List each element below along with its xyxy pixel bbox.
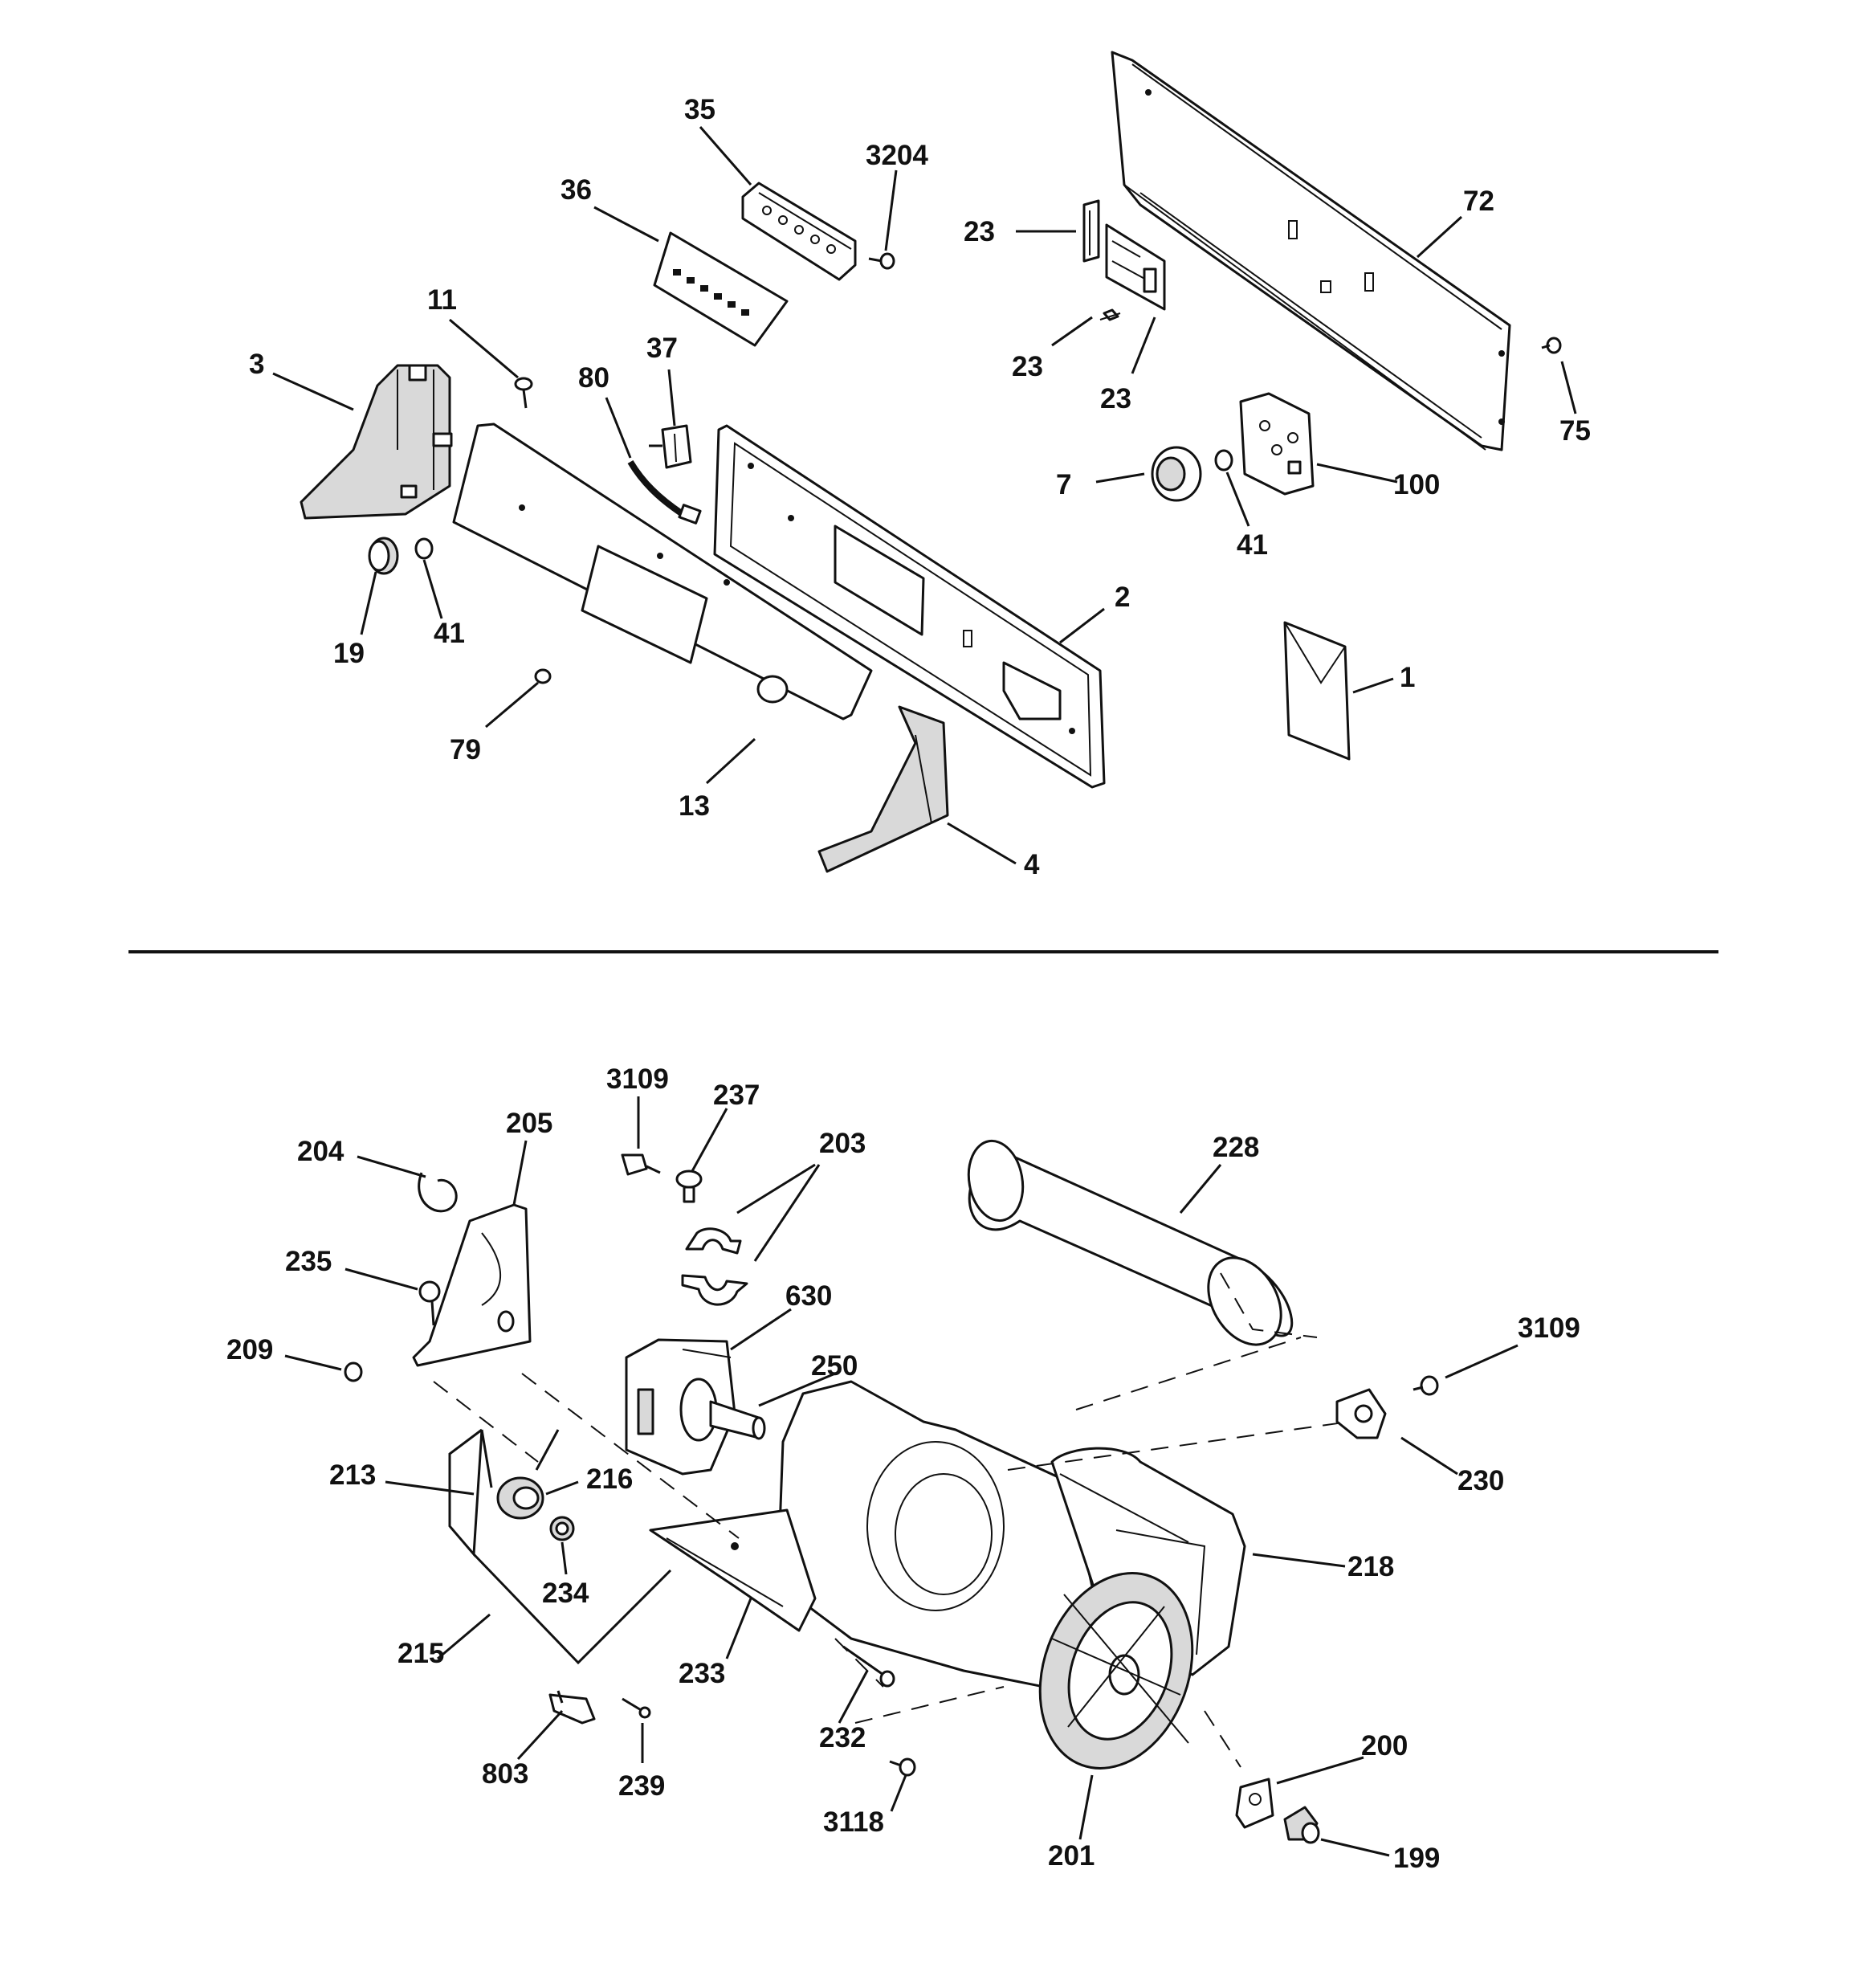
- callout-4: 4: [1024, 849, 1040, 880]
- screw-3109-top: [621, 1153, 661, 1176]
- callout-3109-a: 3109: [606, 1063, 669, 1095]
- callout-204: 204: [297, 1136, 344, 1167]
- callout-41-right: 41: [1237, 529, 1268, 561]
- control-board-23: [1082, 199, 1166, 321]
- fastener-237: [675, 1170, 703, 1203]
- callout-239: 239: [618, 1770, 665, 1802]
- callout-79: 79: [450, 734, 481, 765]
- leader-lines-bottom: [284, 1096, 1519, 1857]
- callout-3109-b: 3109: [1518, 1312, 1580, 1344]
- callout-80: 80: [578, 362, 609, 394]
- callout-3204: 3204: [866, 140, 928, 171]
- literature-1: [1283, 621, 1351, 761]
- callout-2: 2: [1115, 582, 1130, 613]
- bracket-200: [1235, 1778, 1274, 1829]
- callout-11: 11: [427, 284, 457, 316]
- motor-630: [625, 1338, 736, 1476]
- callout-23-b: 23: [1012, 351, 1043, 382]
- callout-3: 3: [249, 349, 264, 380]
- screw-75: [1541, 337, 1562, 354]
- callout-233: 233: [679, 1658, 725, 1689]
- bracket-205: [412, 1203, 532, 1367]
- base-233: [649, 1508, 817, 1632]
- clip-204: [418, 1172, 458, 1213]
- callout-199: 199: [1393, 1843, 1440, 1874]
- clamp-203-lower: [681, 1274, 748, 1306]
- rod-213-215: [448, 1428, 672, 1665]
- callout-803: 803: [482, 1758, 528, 1790]
- callout-75: 75: [1559, 415, 1591, 447]
- spring-41-right: [1214, 449, 1233, 471]
- bracket-230: [1335, 1388, 1387, 1439]
- callout-41-left: 41: [434, 618, 465, 649]
- screw-3118: [889, 1757, 916, 1777]
- keypad-panel-36: [653, 231, 789, 347]
- blower-wheel-201: [1038, 1572, 1194, 1770]
- part-803: [548, 1690, 596, 1725]
- screw-11: [514, 377, 533, 409]
- screw-199: [1283, 1806, 1320, 1844]
- switch-housing-35: [741, 182, 857, 281]
- callout-23-c: 23: [1100, 383, 1131, 414]
- wire-harness-80: [627, 459, 702, 525]
- screw-3204: [868, 252, 895, 270]
- screw-239: [622, 1697, 651, 1719]
- blower-housing-218: [777, 1380, 1246, 1696]
- callout-228: 228: [1213, 1132, 1259, 1163]
- shaft-250: [709, 1400, 766, 1440]
- callout-100: 100: [1393, 469, 1440, 500]
- callout-213: 213: [329, 1459, 376, 1491]
- callout-232: 232: [819, 1722, 866, 1753]
- callout-36: 36: [561, 174, 592, 206]
- callout-72: 72: [1463, 186, 1494, 217]
- callout-35: 35: [684, 94, 715, 125]
- leader-lines-top: [272, 126, 1577, 865]
- callouts-top: 35 3204 36 72 23 23 23 11 37 3 80 75 7 1…: [249, 94, 1591, 880]
- callout-7: 7: [1056, 469, 1071, 500]
- callout-630: 630: [785, 1280, 832, 1312]
- callout-1: 1: [1400, 662, 1415, 693]
- screw-235: [418, 1280, 441, 1326]
- screw-3109-right: [1413, 1375, 1439, 1396]
- callout-13: 13: [679, 790, 710, 822]
- console-panel-13: [452, 423, 873, 720]
- assembly-lines: [433, 1337, 1350, 1768]
- back-plate-72: [1111, 51, 1511, 451]
- switch-37: [649, 424, 692, 469]
- nut-234: [549, 1516, 575, 1541]
- callout-230: 230: [1457, 1465, 1504, 1496]
- timer-100: [1239, 392, 1315, 496]
- callout-215: 215: [397, 1638, 444, 1669]
- end-cap-3: [300, 364, 453, 520]
- screw-232: [842, 1645, 895, 1688]
- callout-200: 200: [1361, 1730, 1408, 1761]
- callout-216: 216: [586, 1463, 633, 1495]
- callout-218: 218: [1347, 1551, 1394, 1582]
- callout-209: 209: [226, 1334, 273, 1365]
- callout-23-a: 23: [964, 216, 995, 247]
- callout-250: 250: [811, 1350, 858, 1382]
- callout-237: 237: [713, 1080, 760, 1111]
- callout-234: 234: [542, 1578, 589, 1609]
- callout-201: 201: [1048, 1840, 1095, 1872]
- callout-37: 37: [646, 333, 678, 364]
- callout-19: 19: [333, 638, 365, 669]
- exhaust-duct-228: [967, 1139, 1318, 1346]
- grommet-79: [534, 668, 552, 684]
- callout-205: 205: [506, 1108, 552, 1139]
- end-cap-4: [817, 705, 949, 873]
- knob-7: [1151, 446, 1202, 502]
- callout-3118: 3118: [823, 1806, 884, 1838]
- spring-41-left: [414, 537, 434, 560]
- callout-203: 203: [819, 1128, 866, 1159]
- nut-209: [344, 1361, 363, 1382]
- idler-216: [496, 1429, 560, 1520]
- callout-235: 235: [285, 1246, 332, 1277]
- callouts-bottom: 3109 237 203 228 205 204 235 630 209 250…: [226, 1063, 1580, 1874]
- knob-19: [368, 537, 399, 575]
- clamp-203-upper: [685, 1227, 742, 1255]
- control-frame-2: [713, 424, 1106, 789]
